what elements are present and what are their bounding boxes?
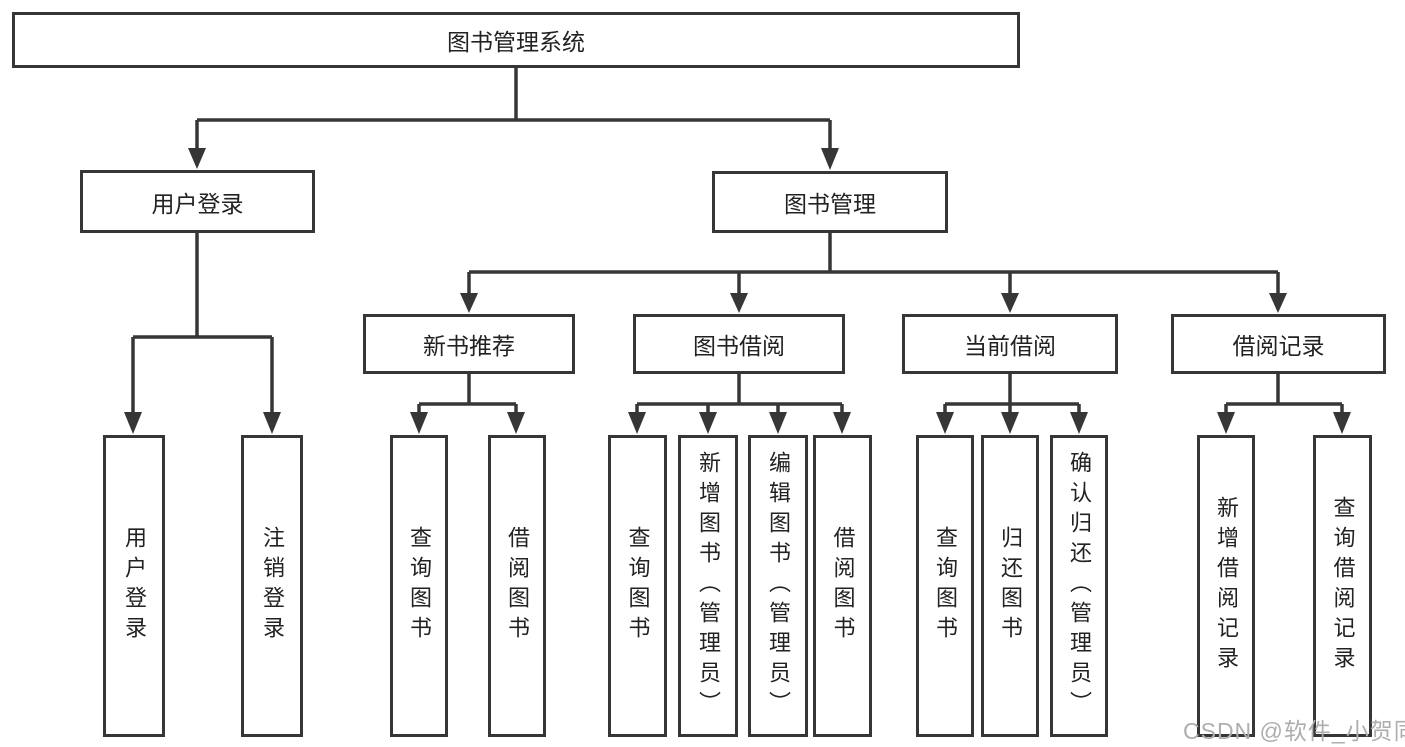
node-label: 图书管理 (784, 191, 876, 217)
leaf-label: 借阅图书 (505, 526, 530, 646)
arrowheads (124, 148, 1351, 434)
node-borrow-records: 借阅记录 (1171, 314, 1386, 374)
node-book-borrow: 图书借阅 (633, 314, 845, 374)
leaf-label: 查询图书 (625, 526, 651, 646)
leaf-query-books-borrow: 查询图书 (608, 435, 667, 737)
node-label: 图书管理系统 (447, 29, 585, 55)
node-label: 借阅记录 (1232, 333, 1325, 359)
leaf-logout: 注销登录 (241, 435, 303, 737)
leaf-query-books-current: 查询图书 (916, 435, 974, 737)
node-book-management: 图书管理 (712, 171, 948, 233)
leaf-add-book-admin: 新增图书（管理员） (678, 435, 738, 737)
leaf-label: 借阅图书 (830, 526, 856, 646)
tree-edges (131, 68, 1344, 413)
node-label: 新书推荐 (423, 333, 515, 359)
leaf-borrow-books-recommend: 借阅图书 (488, 435, 546, 737)
leaf-query-books-recommend: 查询图书 (390, 435, 448, 737)
node-current-borrow: 当前借阅 (902, 314, 1118, 374)
leaf-label: 查询图书 (407, 526, 432, 646)
leaf-label: 确认归还（管理员） (1067, 451, 1092, 721)
leaf-label: 新增借阅记录 (1214, 496, 1239, 676)
leaf-label: 注销登录 (260, 526, 285, 646)
leaf-label: 查询图书 (933, 526, 958, 646)
watermark: CSDN @软件_小贺同学 (1183, 718, 1405, 744)
node-user-login-branch: 用户登录 (80, 170, 315, 233)
leaf-label: 编辑图书（管理员） (766, 451, 791, 721)
node-library-management-system: 图书管理系统 (12, 12, 1020, 68)
leaf-confirm-return-admin: 确认归还（管理员） (1050, 435, 1108, 737)
node-label: 当前借阅 (964, 333, 1056, 359)
leaf-label: 归还图书 (998, 526, 1023, 646)
leaf-label: 查询借阅记录 (1330, 496, 1356, 676)
leaf-add-borrow-record: 新增借阅记录 (1197, 435, 1255, 737)
leaf-borrow-books: 借阅图书 (813, 435, 872, 737)
node-label: 图书借阅 (693, 333, 785, 359)
leaf-label: 用户登录 (122, 526, 147, 646)
leaf-edit-book-admin: 编辑图书（管理员） (748, 435, 808, 737)
leaf-return-book: 归还图书 (981, 435, 1039, 737)
node-label: 用户登录 (151, 190, 244, 217)
node-new-book-recommend: 新书推荐 (363, 314, 575, 374)
leaf-user-login: 用户登录 (103, 435, 165, 737)
leaf-query-borrow-record: 查询借阅记录 (1313, 435, 1372, 737)
leaf-label: 新增图书（管理员） (696, 451, 721, 721)
